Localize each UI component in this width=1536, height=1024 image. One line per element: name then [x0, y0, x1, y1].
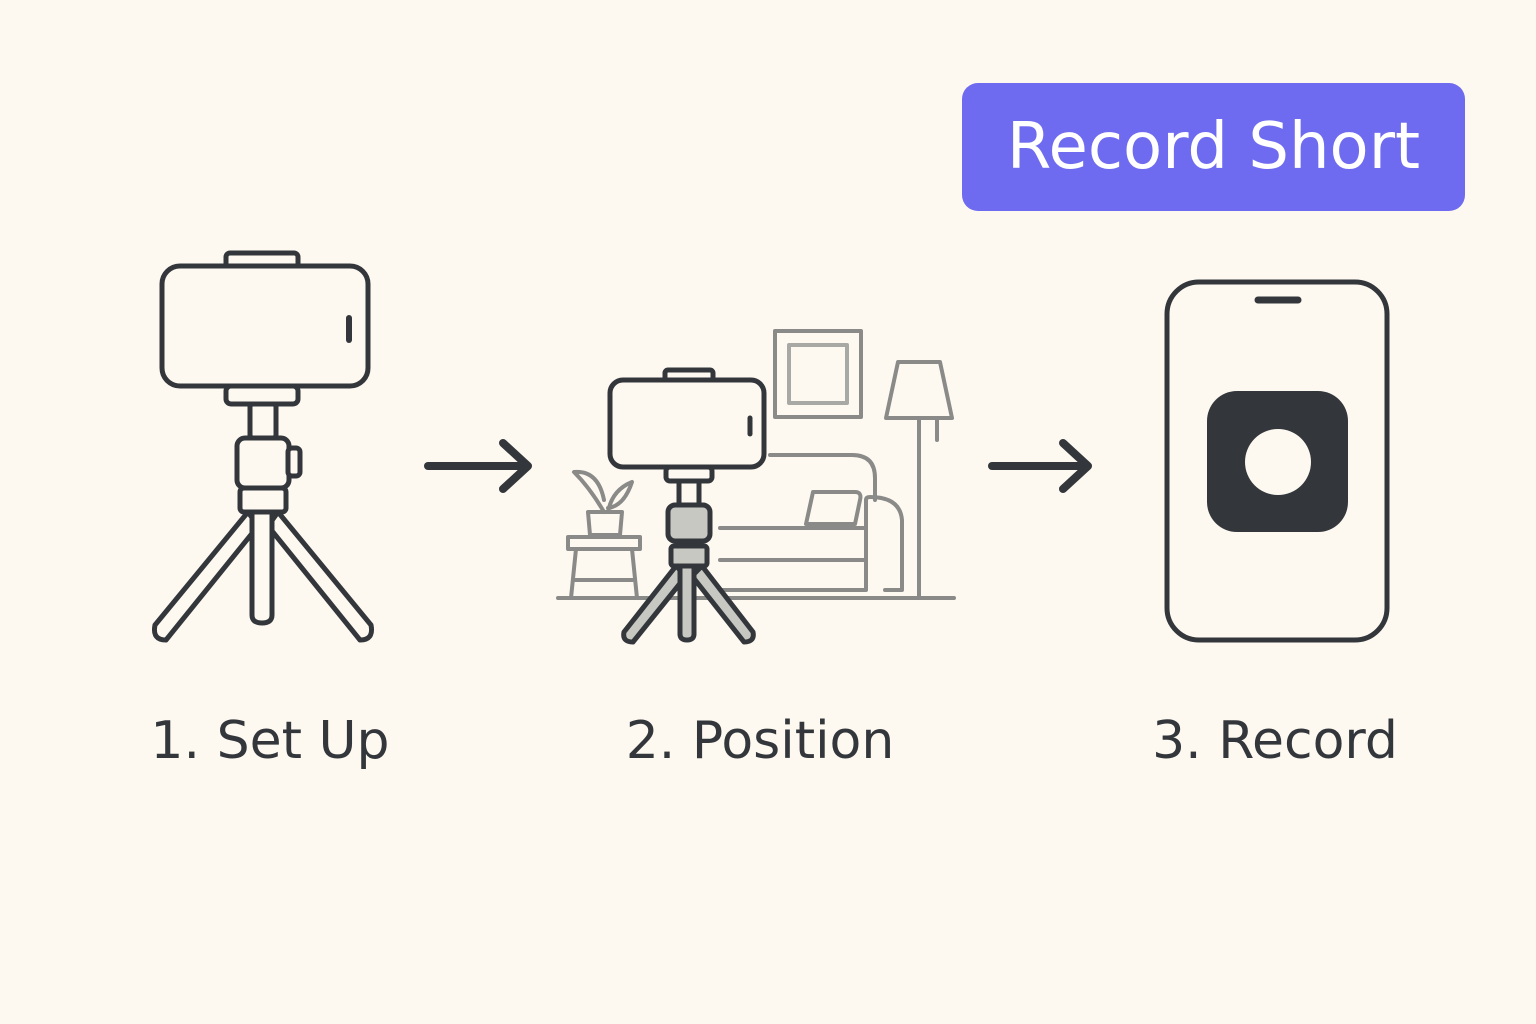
arrow-right-icon — [988, 439, 1092, 493]
phone-on-tripod-icon — [152, 250, 374, 643]
step-label-position: 2. Position — [625, 711, 895, 771]
tripod-in-living-room-icon — [556, 329, 956, 645]
arrow-right-icon — [424, 439, 532, 493]
step-label-set-up: 1. Set Up — [150, 711, 390, 771]
record-short-button[interactable]: Record Short — [962, 83, 1465, 211]
step-label-record: 3. Record — [1152, 711, 1398, 771]
phone-record-button-icon — [1164, 279, 1390, 643]
